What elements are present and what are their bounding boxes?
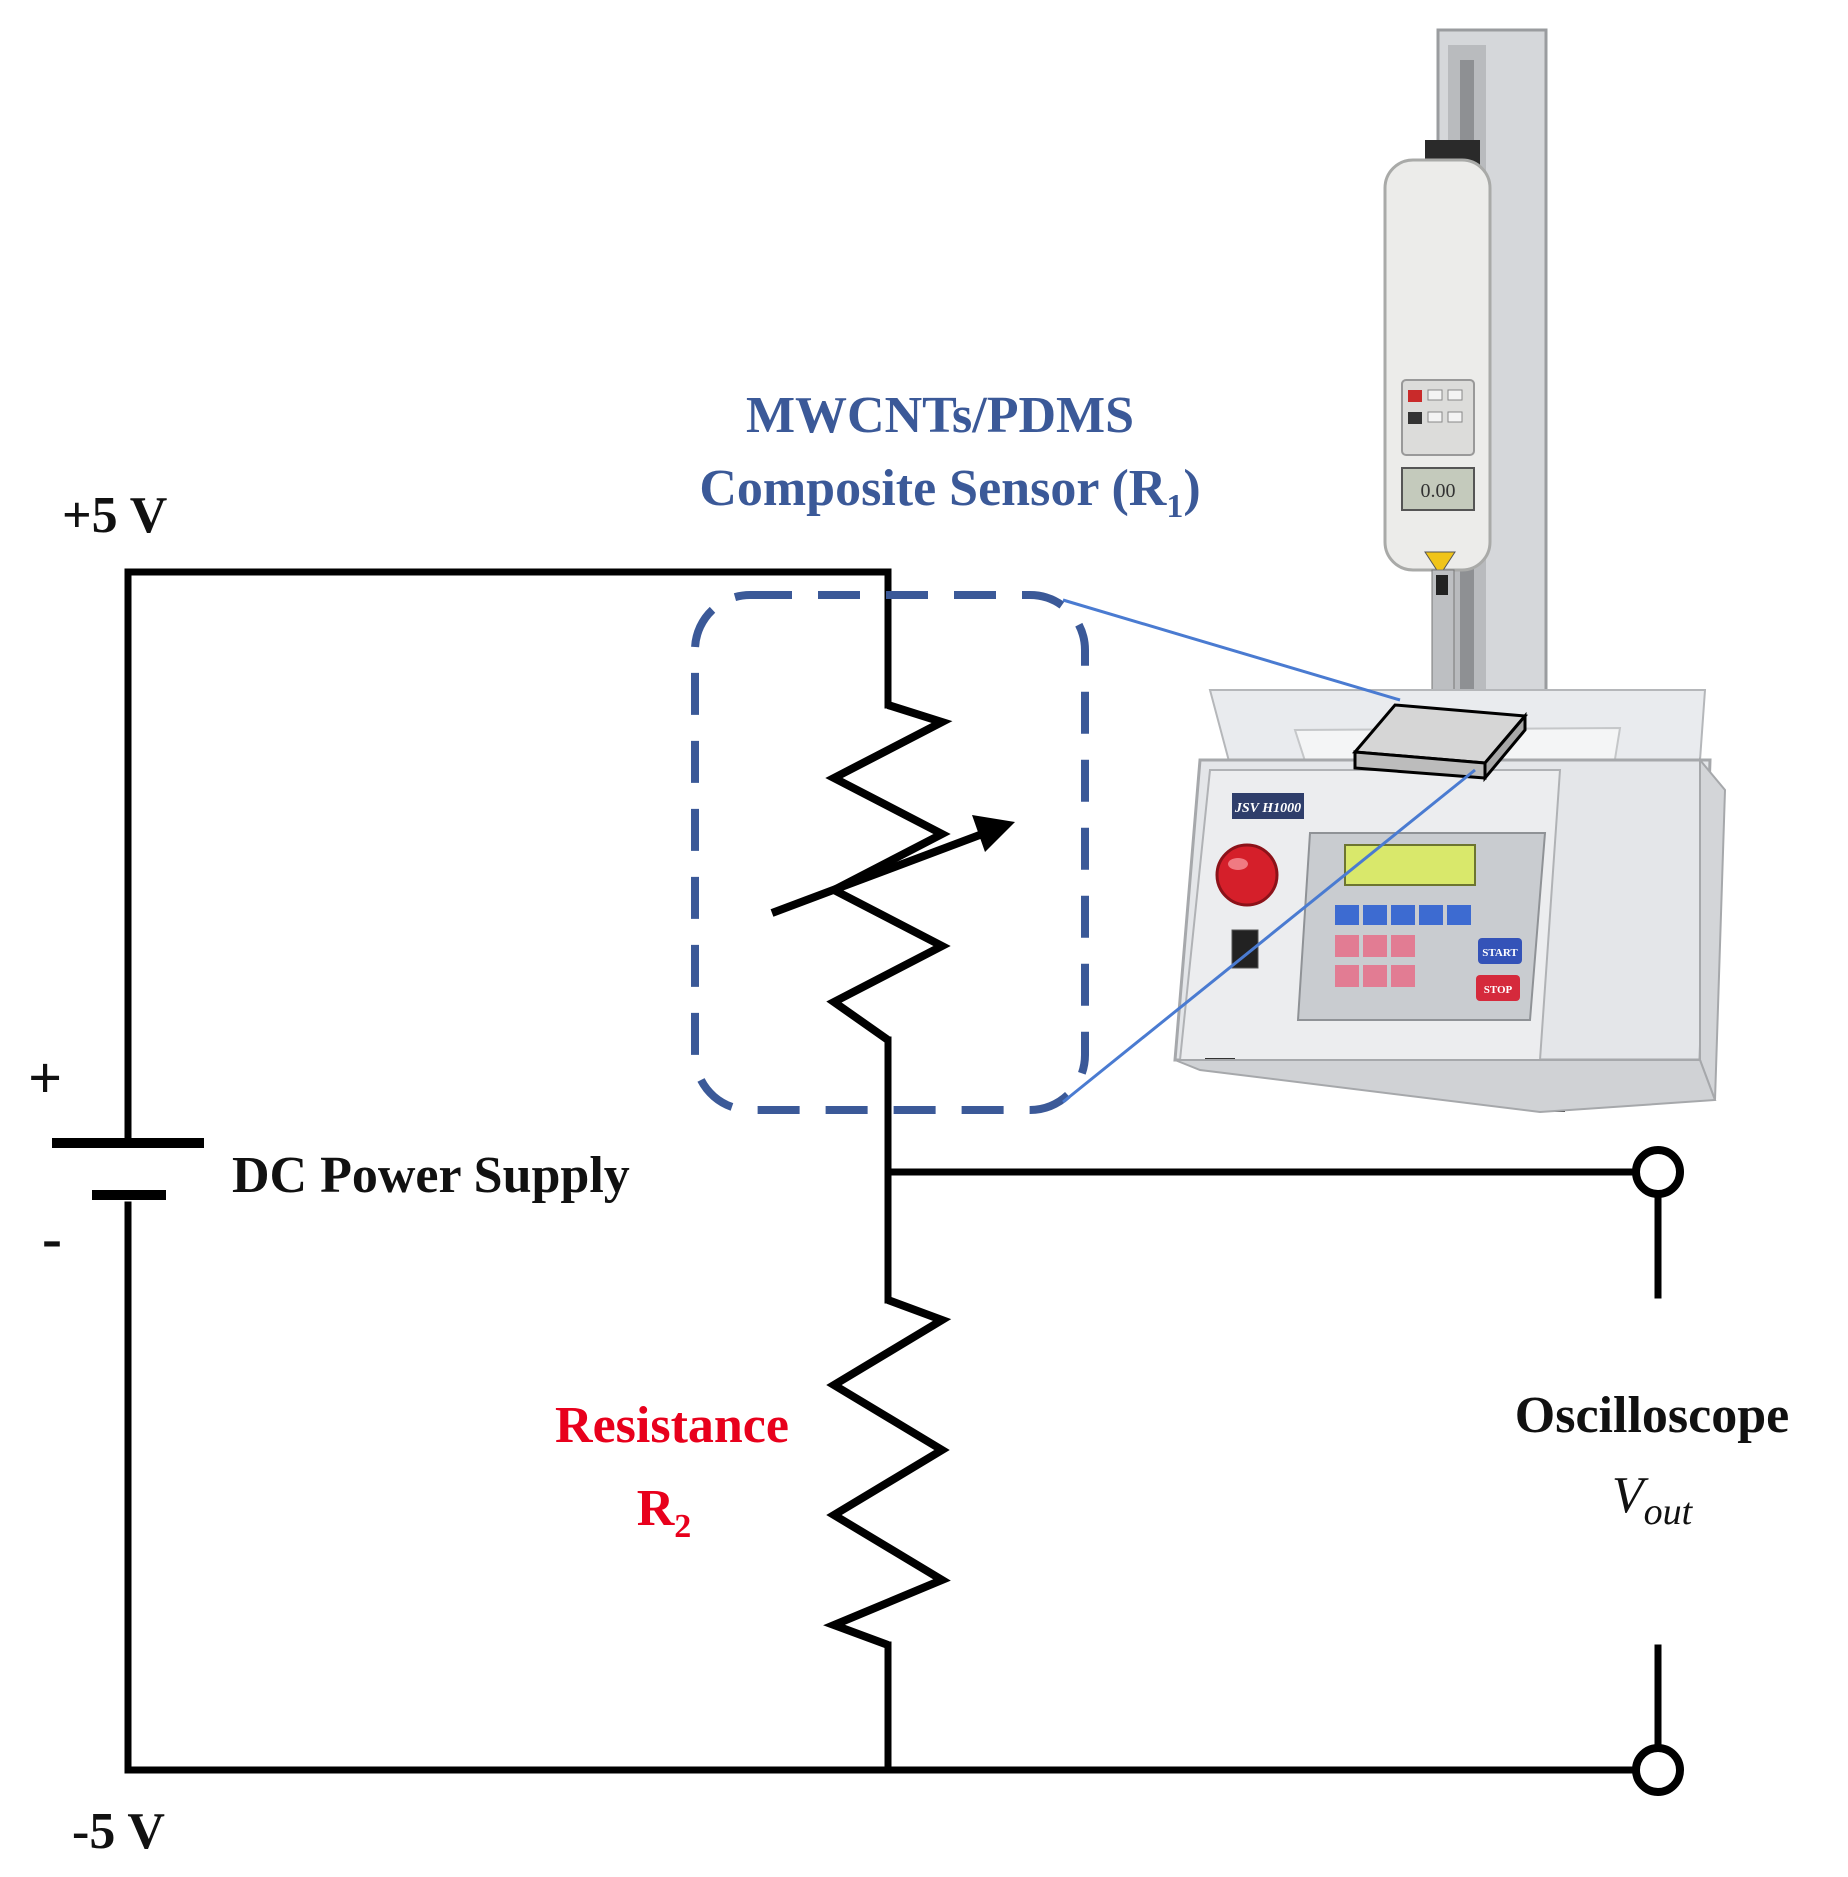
vout-label: Vout (1612, 1467, 1694, 1533)
control-lcd (1344, 844, 1476, 886)
top-rail-wire (124, 568, 892, 1142)
sensor-resistor-r1 (825, 701, 953, 1044)
control-key (1363, 905, 1387, 925)
control-key (1363, 965, 1387, 987)
gauge-warning-icon (1424, 551, 1456, 576)
gauge-display-value: 0.00 (1421, 480, 1456, 502)
stop-key (1476, 975, 1520, 1001)
resistance-symbol-label: R2 (637, 1480, 692, 1545)
sensor-label-subscript: 1 (1166, 488, 1183, 525)
sensor-highlight-box (691, 591, 1089, 1114)
gauge-key (1408, 412, 1422, 424)
variable-arrow (770, 815, 1015, 917)
battery-minus-label: - (42, 1205, 62, 1271)
plus-rail-label: +5 V (62, 487, 167, 544)
resistance-label: Resistance (555, 1397, 789, 1454)
control-key (1391, 935, 1415, 957)
resistance-symbol-subscript: 2 (674, 1508, 691, 1545)
battery-plus-label: + (28, 1045, 62, 1111)
power-supply-label: DC Power Supply (232, 1147, 630, 1204)
gauge-tip (1436, 575, 1448, 595)
brand-badge (1232, 793, 1304, 819)
oscilloscope-label: Oscilloscope (1515, 1387, 1789, 1444)
battery-symbol (52, 1138, 204, 1200)
sensor-label-line2: Composite Sensor (R1) (699, 460, 1200, 525)
vout-main: V (1612, 1467, 1649, 1524)
start-key (1478, 938, 1522, 964)
force-test-stand: 0.00 JSV H1000 START (1173, 28, 1727, 1114)
sensor-label-line1: MWCNTs/PDMS (746, 387, 1134, 444)
vout-terminal-bottom (1632, 1744, 1684, 1796)
leader-lines (1062, 598, 1476, 1104)
base-side (1699, 757, 1727, 1101)
control-key (1363, 935, 1387, 957)
sensor-label-close: ) (1183, 460, 1200, 517)
start-key-label: START (1482, 947, 1518, 959)
control-key (1419, 905, 1443, 925)
sensor-label-main: Composite Sensor (R (699, 460, 1167, 517)
vout-terminal-top (1632, 1146, 1684, 1198)
emergency-stop-button (1215, 843, 1279, 907)
sensor-specimen (1351, 703, 1529, 783)
control-key (1391, 905, 1415, 925)
brand-text: JSV H1000 (1234, 801, 1301, 816)
gauge-key (1447, 389, 1463, 401)
control-key (1335, 905, 1359, 925)
control-key (1335, 935, 1359, 957)
emergency-stop-highlight (1228, 858, 1248, 870)
minus-rail-label: -5 V (72, 1803, 165, 1860)
gauge-key (1427, 411, 1443, 423)
gauge-display (1401, 467, 1475, 511)
gauge-key (1408, 390, 1422, 402)
fixed-resistor-r2 (823, 1296, 952, 1649)
left-lower-wire (124, 1201, 892, 1774)
gauge-key (1427, 389, 1443, 401)
control-key (1447, 905, 1471, 925)
base-bottom-edge (1174, 1059, 1717, 1114)
gauge-key (1447, 411, 1463, 423)
vout-subscript: out (1644, 1491, 1694, 1533)
control-key (1335, 965, 1359, 987)
control-key (1391, 965, 1415, 987)
resistance-symbol-main: R (637, 1480, 676, 1537)
stop-key-label: STOP (1484, 984, 1513, 996)
circuit-wires (124, 568, 1662, 1774)
